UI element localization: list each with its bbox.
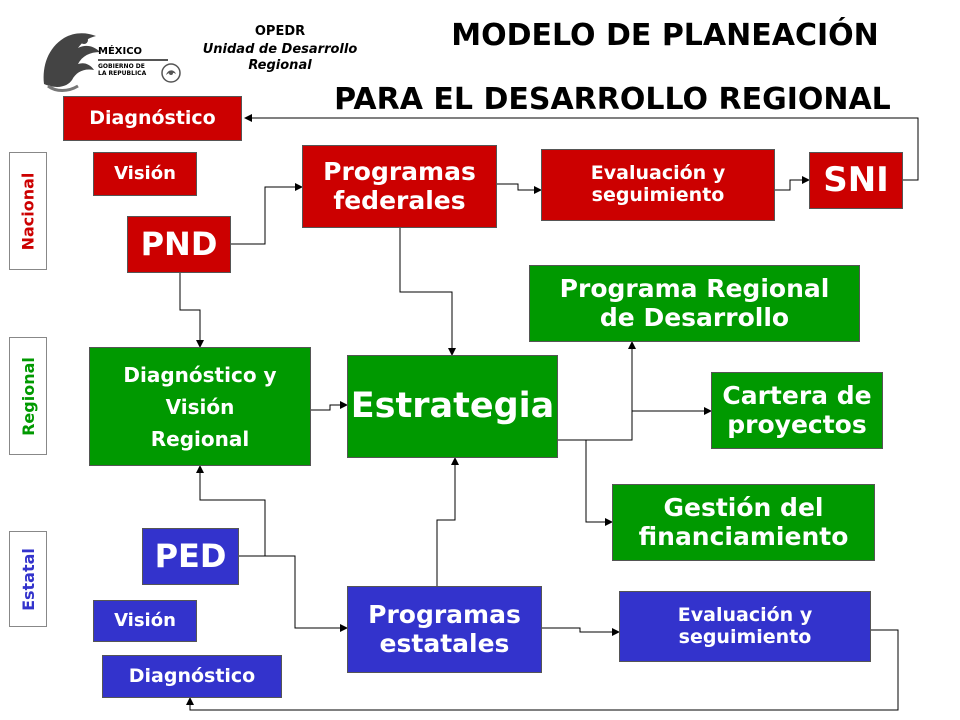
- node-diagnostico-estatal: Diagnóstico: [102, 655, 282, 698]
- node-evaluacion-estatal: Evaluación y seguimiento: [619, 591, 871, 662]
- org-unit: Unidad de Desarrollo Regional: [202, 42, 358, 74]
- mexico-government-logo: MÉXICO GOBIERNO DE LA REPUBLICA: [38, 22, 188, 98]
- arrow-pnd-to-programas-federales: [231, 183, 303, 245]
- page-title-line2: PARA EL DESARROLLO REGIONAL: [334, 82, 891, 117]
- arrow-estrategia-to-cartera: [558, 407, 712, 441]
- arrow-programas-federales-to-estrategia: [399, 228, 456, 356]
- arrow-programas-federales-to-evaluacion: [497, 183, 542, 194]
- level-label-regional: Regional: [9, 337, 47, 455]
- logo-gov-line: GOBIERNO DE LA REPUBLICA: [98, 63, 147, 77]
- arrow-evaluacion-to-sni: [775, 176, 810, 191]
- arrow-estrategia-to-gestion: [558, 439, 613, 526]
- node-vision-nacional: Visión: [93, 152, 197, 196]
- node-vision-estatal: Visión: [93, 600, 197, 642]
- page-title-line1: MODELO DE PLANEACIÓN: [451, 18, 879, 53]
- eagle-emblem-icon: [43, 33, 100, 92]
- org-name: OPEDR: [254, 24, 306, 39]
- node-sni: SNI: [809, 152, 903, 209]
- arrow-diagnostico-regional-to-estrategia: [311, 401, 348, 411]
- arrow-pnd-to-diagnostico-regional: [179, 272, 204, 348]
- logo-country: MÉXICO: [98, 46, 143, 57]
- node-programas-federales: Programas federales: [302, 145, 497, 228]
- arrow-ped-to-programas-estatales: [239, 555, 348, 632]
- node-estrategia: Estrategia: [347, 355, 558, 458]
- node-ped: PED: [142, 528, 239, 585]
- node-programa-regional: Programa Regional de Desarrollo: [529, 265, 860, 342]
- node-programas-estatales: Programas estatales: [347, 586, 542, 673]
- arrow-estrategia-to-programa-regional: [558, 341, 636, 441]
- arrow-sni-to-diagnostico: [244, 114, 919, 181]
- node-diagnostico-nacional: Diagnóstico: [63, 96, 242, 141]
- node-diagnostico-vision-regional: Diagnóstico y Visión Regional: [89, 347, 311, 466]
- coat-of-arms-icon: [161, 63, 181, 83]
- node-gestion-financiamiento: Gestión del financiamiento: [612, 484, 875, 561]
- node-evaluacion-nacional: Evaluación y seguimiento: [541, 149, 775, 221]
- level-label-nacional: Nacional: [9, 152, 47, 270]
- node-pnd: PND: [127, 216, 231, 273]
- arrow-programas-estatales-to-evaluacion: [542, 627, 620, 636]
- node-cartera-proyectos: Cartera de proyectos: [711, 372, 883, 449]
- arrow-evaluacion-to-diagnostico: [186, 629, 899, 711]
- arrow-programas-estatales-to-estrategia: [436, 457, 459, 586]
- level-label-estatal: Estatal: [9, 531, 47, 627]
- logo-divider: [98, 59, 168, 61]
